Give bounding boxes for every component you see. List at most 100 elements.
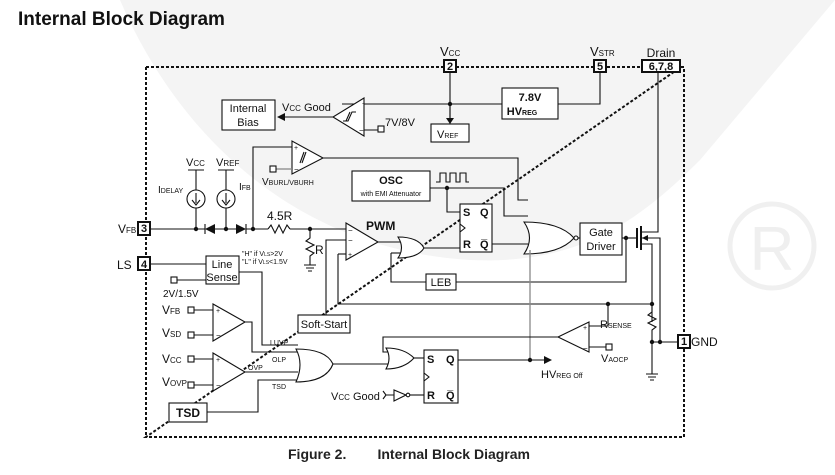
sense-feedback-wire — [337, 254, 652, 305]
pin-number: 5 — [597, 61, 603, 73]
pin-drain[interactable]: 6,7,8 Drain — [641, 46, 681, 73]
pin-vfb[interactable]: 3 VFB — [118, 221, 151, 236]
page-title: Internal Block Diagram — [18, 9, 225, 30]
minus-sign: − — [348, 236, 353, 245]
ovp-comparator — [212, 352, 247, 392]
pin-gnd[interactable]: 1 GND — [677, 334, 718, 349]
junction — [657, 339, 663, 345]
watermark-arc-inner — [0, 0, 60, 475]
clock-pulse-icon — [436, 172, 469, 183]
registered-mark-icon — [727, 201, 817, 291]
pwm-label: PWM — [366, 219, 395, 233]
uvlo-comparator — [331, 97, 365, 137]
sr-flip-flop-latch: S Q R Q̅ — [423, 349, 459, 404]
pin-ls[interactable]: 4 LS — [117, 256, 151, 272]
vref-block: VREF — [430, 123, 470, 143]
resistor-4.5r-label: 4.5R — [267, 209, 293, 223]
luvp-wire — [239, 271, 298, 346]
ls-ref-label: 2V/1.5V — [163, 289, 199, 300]
vcc-good-input-label: VCC Good — [331, 391, 380, 403]
ovp-signal-label: OVP — [248, 365, 263, 372]
arrow-head — [446, 118, 454, 124]
leb-block: LEB — [425, 273, 457, 291]
minus-sign: − — [359, 126, 364, 135]
minus-sign: − — [216, 381, 221, 390]
ovp-wires — [194, 358, 298, 386]
osc-output-wire — [430, 187, 528, 217]
pin-vcc[interactable]: 2 VCC — [440, 44, 460, 73]
sr-flip-flop-pwm: S Q R Q̅ — [459, 203, 493, 253]
ref-node — [187, 331, 195, 339]
junction — [250, 226, 256, 232]
svg-text:R: R — [427, 390, 435, 402]
junction — [193, 226, 199, 232]
svg-text:Sense: Sense — [206, 272, 237, 284]
plus-sign: + — [348, 252, 352, 259]
svg-text:S: S — [463, 207, 470, 219]
svg-text:Gate: Gate — [589, 227, 613, 239]
resistor-r-label: R — [315, 243, 324, 257]
aocp-comparator — [556, 321, 590, 353]
ref-node — [187, 355, 195, 363]
rsense-resistor-icon — [646, 304, 658, 381]
resistor-4.5r-icon — [267, 223, 291, 235]
vcc-good-input-wire — [382, 390, 394, 400]
svg-text:Bias: Bias — [237, 117, 259, 129]
vcc-source-label: VCC — [186, 157, 205, 169]
hysteresis-icon — [343, 111, 356, 122]
plus-sign: + — [294, 145, 298, 152]
junction — [649, 339, 655, 345]
pin-number: 6,7,8 — [649, 61, 673, 73]
pwm-comparator — [345, 222, 380, 261]
svg-text:with EMI Attenuator: with EMI Attenuator — [360, 191, 422, 198]
figure-number: Figure 2. — [288, 446, 347, 462]
vcc-wire — [342, 72, 601, 124]
vcc-good-label: VCC Good — [282, 102, 331, 114]
shutdown-comparator — [212, 303, 247, 342]
gnd-wire — [652, 244, 678, 343]
registered-mark-letter: R — [750, 215, 795, 284]
burst-input-wire — [252, 146, 292, 230]
hv-reg-off-label: HVREG Off — [541, 369, 583, 381]
pin-label: LS — [117, 258, 132, 272]
figure-title: Internal Block Diagram — [377, 446, 530, 462]
uvlo-ref-label: 7V/8V — [385, 117, 416, 129]
svg-text:TSD: TSD — [176, 406, 200, 420]
tsd-signal-label: TSD — [272, 384, 286, 391]
ls-high-note: "H" if VLS>2V — [242, 251, 283, 258]
pin-label: VFB — [118, 222, 136, 236]
aocp-output-wire — [382, 336, 558, 353]
figure-caption: Figure 2. Internal Block Diagram — [288, 446, 530, 462]
tsd-block: TSD — [168, 402, 208, 423]
diode-icon — [236, 224, 246, 234]
pin-vstr[interactable]: 5 VSTR — [590, 44, 615, 73]
junction — [223, 226, 229, 232]
svg-text:7.8V: 7.8V — [519, 92, 542, 104]
svg-text:R: R — [463, 239, 471, 251]
soft-start-wire — [325, 239, 346, 316]
nor-gate-main — [522, 221, 575, 255]
burst-output-wire — [323, 157, 528, 201]
plus-sign: + — [216, 308, 220, 315]
soft-start-block: Soft-Start — [297, 314, 351, 334]
plus-sign: + — [216, 357, 220, 364]
ref-node — [377, 125, 385, 133]
inverter-bubble — [573, 235, 579, 241]
arrow-head — [544, 356, 552, 364]
burst-comparator — [291, 140, 325, 175]
pin-number: 4 — [141, 259, 148, 271]
or-gate-protection — [295, 348, 334, 383]
ref-node — [187, 381, 195, 389]
ovp-vcc-label: VCC — [162, 352, 182, 366]
svg-text:LEB: LEB — [431, 277, 452, 289]
inverter-bubble — [405, 392, 411, 398]
minus-sign: − — [294, 165, 299, 174]
hv-reg-block: 7.8V HVREG — [501, 87, 559, 120]
pin-label: GND — [691, 335, 718, 349]
minus-sign: − — [216, 331, 221, 340]
pin-number: 3 — [141, 223, 147, 235]
junction — [527, 357, 533, 363]
aocp-input-wire — [589, 304, 609, 348]
ovp-vovp-label: VOVP — [162, 375, 187, 389]
luvp-label: LUVP — [270, 340, 289, 347]
